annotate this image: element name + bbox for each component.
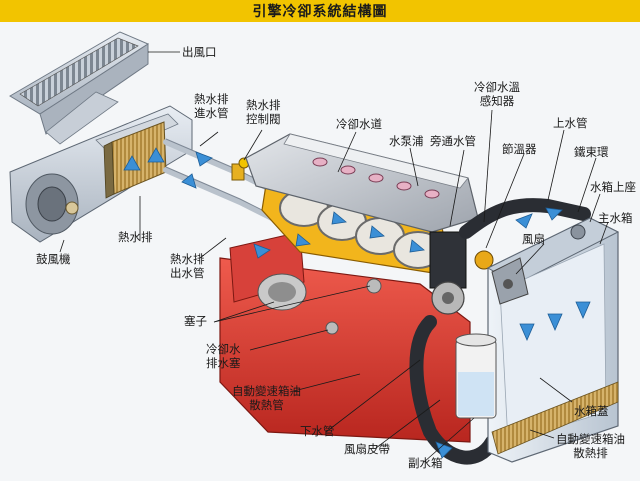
label-plug: 塞子 (184, 314, 207, 328)
label-atf-cooler-line1: 自動變速箱油 (556, 432, 625, 446)
label-lower-hose: 下水管 (300, 424, 335, 438)
label-upper-hose: 上水管 (553, 116, 588, 130)
label-fan: 風扇 (522, 232, 545, 246)
label-temp-sensor-line2: 感知器 (479, 94, 515, 108)
label-heater-valve-line2: 控制閥 (246, 112, 281, 126)
radiator (486, 217, 620, 463)
coolant-reservoir (455, 333, 497, 419)
heater-box (9, 105, 193, 243)
cooling-system-illustration (9, 31, 620, 465)
label-heater-core: 熱水排 (118, 230, 153, 244)
engine-block (219, 231, 471, 443)
upper-hose (459, 198, 591, 239)
label-heater-outlet-pipe: 熱水排 出水管 (170, 252, 205, 280)
label-heater-inlet-pipe-line2: 進水管 (194, 106, 229, 120)
label-outlet: 出風口 (182, 45, 217, 59)
label-heater-valve: 熱水排 控制閥 (246, 98, 281, 126)
label-heater-inlet-pipe: 熱水排 進水管 (194, 92, 229, 120)
heater-outlet-duct (9, 31, 150, 145)
label-radiator-upper-tank: 水箱上座 (590, 180, 636, 194)
label-heater-outlet-pipe-line2: 出水管 (170, 266, 205, 280)
label-drain-plug: 冷卻水 排水塞 (206, 342, 241, 370)
diagram-stage: 出風口 熱水排 進水管 熱水排 控制閥 冷卻水道 水泵浦 旁通水管 冷卻水溫 感… (0, 22, 640, 477)
label-atf-cooler-pipe-line1: 自動變速箱油 (232, 384, 301, 398)
label-heater-valve-line1: 熱水排 (246, 98, 281, 112)
label-hose-clamp: 鐵束環 (574, 145, 609, 159)
label-temp-sensor-line1: 冷卻水溫 (474, 80, 520, 94)
label-thermostat: 節溫器 (502, 142, 537, 156)
label-drain-plug-line1: 冷卻水 (206, 342, 241, 356)
label-fan-belt: 風扇皮帶 (344, 442, 390, 456)
label-reservoir: 副水箱 (408, 456, 443, 470)
fan (491, 257, 529, 305)
label-temp-sensor: 冷卻水溫 感知器 (474, 80, 520, 108)
label-drain-plug-line2: 排水塞 (206, 356, 241, 370)
label-coolant-passage: 冷卻水道 (336, 117, 382, 131)
diagram-title: 引擎冷卻系統結構圖 (252, 4, 388, 20)
label-atf-cooler-pipe: 自動變速箱油 散熱管 (232, 384, 301, 412)
label-main-radiator: 主水箱 (598, 211, 633, 225)
coolant-flow-arrows (123, 147, 591, 459)
label-atf-cooler: 自動變速箱油 散熱排 (556, 432, 625, 460)
label-radiator-cap: 水箱蓋 (574, 404, 609, 418)
label-atf-cooler-pipe-line2: 散熱管 (249, 398, 284, 412)
label-heater-outlet-pipe-line1: 熱水排 (170, 252, 205, 266)
label-bypass-pipe: 旁通水管 (430, 134, 476, 148)
heater-core (103, 121, 167, 199)
title-bar: 引擎冷卻系統結構圖 (0, 0, 640, 22)
leader-lines (59, 51, 609, 463)
lower-hose (409, 315, 499, 465)
label-heater-inlet-pipe-line1: 熱水排 (194, 92, 229, 106)
label-atf-cooler-line2: 散熱排 (573, 446, 608, 460)
label-water-pump: 水泵浦 (389, 134, 424, 148)
label-blower: 鼓風機 (36, 252, 71, 266)
water-pump (429, 231, 494, 315)
